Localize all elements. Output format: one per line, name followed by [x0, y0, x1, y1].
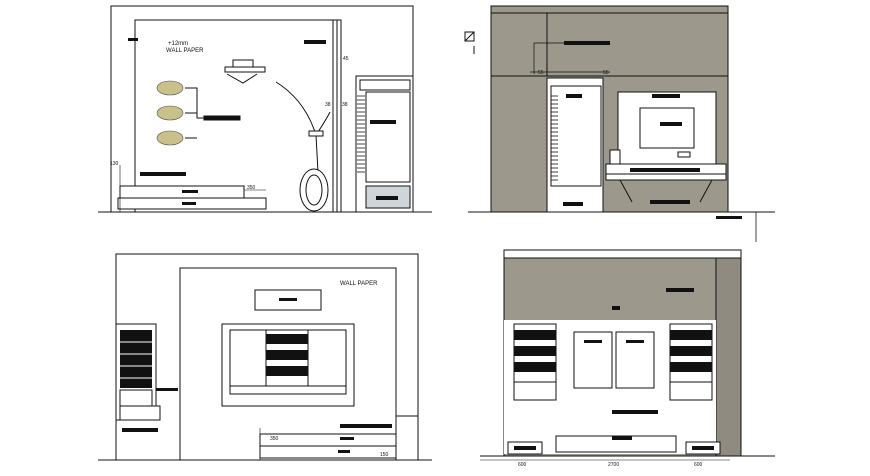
dim-150: 150 [380, 452, 389, 458]
note-line1: +12mm [168, 41, 188, 47]
dim-350: 350 [270, 436, 279, 442]
dim-2700: 2700 [608, 462, 619, 468]
bottom-left-labels: WALL PAPER 350 150 [270, 281, 389, 458]
note-line2: WALL PAPER [166, 48, 204, 54]
dim-38: 38 [325, 102, 331, 108]
wall-paper-label: WALL PAPER [340, 281, 378, 287]
leaf-wall-art [156, 80, 184, 146]
tv-screen [639, 107, 695, 149]
dim-38b: 38 [342, 102, 348, 108]
bottom-right-labels: 600 2700 600 [518, 462, 703, 468]
label-bar [203, 115, 241, 121]
dim-45: 45 [343, 56, 349, 62]
dim-600b: 600 [694, 462, 703, 468]
elevation-bottom-left [98, 253, 432, 461]
top-right-labels: 55 55 [538, 70, 609, 76]
dim-600a: 600 [518, 462, 527, 468]
sconce [224, 66, 266, 73]
dim-130: 130 [110, 161, 119, 167]
vase [299, 168, 329, 212]
elevation-bottom-right [480, 249, 775, 461]
dim-55b: 55 [603, 70, 609, 76]
elevation-top-left [98, 5, 432, 213]
dim-350: 350 [247, 185, 256, 191]
bed-front [259, 433, 397, 447]
elevation-top-right [464, 5, 775, 242]
dim-55: 55 [538, 70, 544, 76]
top-left-labels: +12mm WALL PAPER 130 350 45 38 38 [110, 41, 349, 191]
